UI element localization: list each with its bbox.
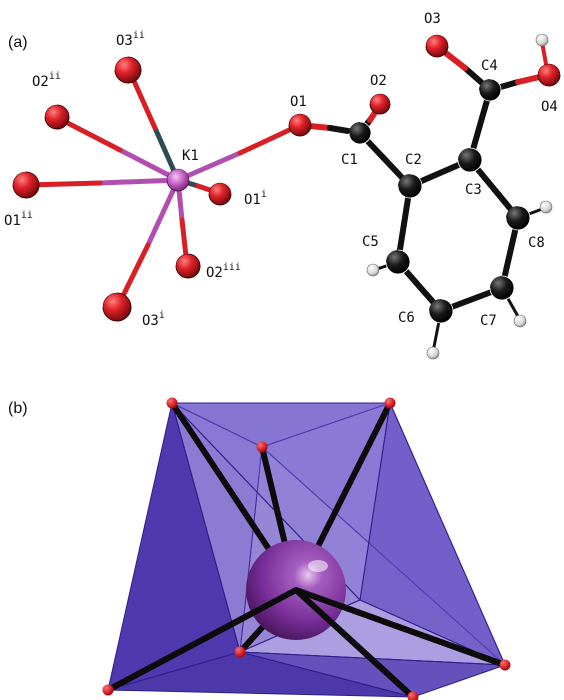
carbon-atoms <box>348 78 531 324</box>
atom-o1 <box>288 113 312 137</box>
label-k1: K1 <box>182 148 199 164</box>
vertex-oxygen <box>499 659 511 671</box>
atom-labels: K1 O1 O2 O3 O4 C1 C2 C3 C4 C5 C6 C7 C8 O… <box>4 11 558 329</box>
label-c3: C3 <box>465 182 482 198</box>
atom-o4 <box>537 63 561 87</box>
atom-o3ii <box>114 56 142 84</box>
hydrogen-atom <box>513 314 527 328</box>
label-o2ii: O2ii <box>32 71 61 90</box>
label-o3: O3 <box>424 11 441 27</box>
coordination-polyhedron <box>107 402 506 698</box>
k-coordination-bonds <box>24 69 303 309</box>
hydrogen-atom <box>426 346 440 360</box>
atom-c7 <box>489 275 515 301</box>
label-o2iii: O2iii <box>206 262 241 281</box>
polyhedron-vertices <box>102 397 511 700</box>
panel-b-label: (b) <box>8 400 28 417</box>
label-o4: O4 <box>541 99 558 115</box>
atom-c8 <box>505 205 531 231</box>
label-o3ii: O3ii <box>116 30 145 49</box>
label-o1ii: O1ii <box>4 210 33 229</box>
label-c4: C4 <box>481 58 498 74</box>
vertex-oxygen <box>407 691 419 700</box>
label-o2: O2 <box>370 73 387 89</box>
label-o1: O1 <box>290 94 307 110</box>
panel-a-label: (a) <box>8 34 28 51</box>
atom-o2iii <box>175 253 201 279</box>
atom-o2ii <box>44 104 70 130</box>
vertex-oxygen <box>384 397 396 409</box>
hydrogen-atom <box>539 200 553 214</box>
label-c6: C6 <box>398 310 415 326</box>
label-c8: C8 <box>528 235 545 251</box>
atom-c5 <box>385 249 411 275</box>
vertex-oxygen <box>256 441 268 453</box>
vertex-oxygen <box>166 397 178 409</box>
label-c7: C7 <box>480 313 497 329</box>
atom-c2 <box>397 173 423 199</box>
organic-bonds <box>297 40 551 354</box>
atom-c1 <box>348 121 372 145</box>
atom-c6 <box>428 298 454 324</box>
atom-k1 <box>166 168 190 192</box>
panel-b: (b) <box>8 397 511 700</box>
label-o1i: O1i <box>244 189 267 208</box>
vertex-oxygen <box>234 646 246 658</box>
oxygen-atoms <box>12 34 561 322</box>
vertex-oxygen <box>102 684 114 696</box>
label-c5: C5 <box>362 234 379 250</box>
atom-c3 <box>457 147 483 173</box>
panel-a: (a) <box>4 11 561 360</box>
atom-o2 <box>369 93 391 115</box>
atom-o3 <box>425 34 449 58</box>
atom-o1i <box>208 182 232 206</box>
hydrogen-atoms <box>366 33 553 360</box>
label-c2: C2 <box>405 152 422 168</box>
atom-o3i <box>102 292 132 322</box>
front-bonds <box>105 587 508 700</box>
hydrogen-atom <box>535 33 549 47</box>
atom-o1ii <box>12 171 40 199</box>
label-c1: C1 <box>341 152 358 168</box>
hydrogen-atom <box>366 263 380 277</box>
label-o3i: O3i <box>142 310 165 329</box>
atom-c4 <box>478 78 502 102</box>
